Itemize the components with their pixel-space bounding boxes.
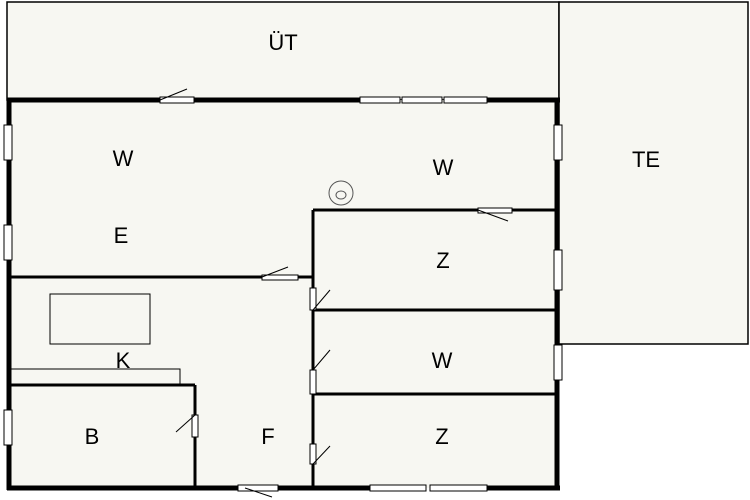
room-label-f: F [261, 424, 274, 449]
room-label-e: E [114, 223, 129, 248]
room-label-z-lower: Z [435, 424, 448, 449]
room-label-w-middle: W [432, 348, 453, 373]
kitchen-counter [10, 368, 181, 385]
room-label-z-upper: Z [436, 248, 449, 273]
room-label-k: K [116, 348, 131, 373]
kitchen-table [49, 293, 151, 345]
room-label-b: B [85, 424, 100, 449]
interior-walls [9, 208, 557, 488]
terrace-te-area [558, 1, 749, 345]
terrace-ut-area [6, 1, 560, 101]
round-stove-icon [328, 180, 354, 206]
windows [3, 96, 563, 492]
room-label-ut: ÜT [268, 30, 297, 55]
room-label-te: TE [632, 147, 660, 172]
room-label-w-right: W [433, 155, 454, 180]
doors [159, 88, 513, 498]
room-label-w-left: W [113, 146, 134, 171]
